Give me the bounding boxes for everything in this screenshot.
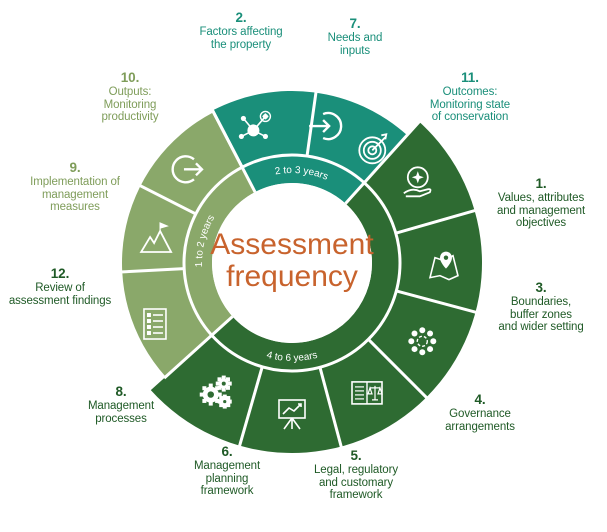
wheel-icons	[139, 110, 459, 430]
gears-icon	[199, 375, 232, 409]
band-outline	[182, 153, 402, 373]
step-4-label: 4. Governance arrangements	[430, 392, 530, 433]
step-divider	[367, 338, 429, 400]
target-arrow-icon	[358, 133, 388, 165]
band-gap	[239, 164, 257, 193]
step-divider	[237, 366, 264, 448]
step-text: Management processes	[87, 400, 155, 425]
step-text: Outcomes: Monitoring state of conservati…	[429, 86, 511, 123]
step-divider	[120, 267, 185, 274]
step-9-label: 9. Implementation of management measures	[14, 160, 136, 214]
step-7-label: 7. Needs and inputs	[312, 16, 398, 57]
dark-band-ring	[211, 182, 400, 371]
step-number: 4.	[474, 392, 486, 407]
hand-sparkle-icon	[403, 166, 432, 198]
step-number: 6.	[221, 444, 233, 459]
step-number: 2.	[235, 10, 247, 25]
step-text: Implementation of management measures	[30, 176, 120, 213]
exit-arrow-icon	[171, 155, 204, 184]
step-2-label: 2. Factors affecting the property	[190, 10, 292, 51]
step-6-label: 6. Management planning framework	[180, 444, 274, 498]
light-band-ring	[183, 167, 256, 336]
law-scales-icon	[351, 381, 383, 405]
step-1-label: 1. Values, attributes and management obj…	[488, 176, 594, 230]
step-number: 7.	[349, 16, 361, 31]
checklist-icon	[143, 308, 167, 340]
step-number: 5.	[350, 448, 362, 463]
people-circle-icon	[408, 327, 437, 356]
step-12-label: 12. Review of assessment findings	[2, 266, 118, 307]
band-label-dark: 4 to 6 years	[265, 350, 318, 364]
step-number: 1.	[535, 176, 547, 191]
light-group-segment	[122, 112, 243, 377]
band-gap	[344, 180, 367, 205]
step-text: Boundaries, buffer zones and wider setti…	[498, 296, 584, 333]
step-text: Values, attributes and management object…	[496, 192, 586, 229]
step-number: 12.	[50, 266, 70, 281]
step-divider	[138, 183, 197, 216]
step-text: Management planning framework	[193, 460, 261, 497]
step-text: Legal, regulatory and customary framewor…	[314, 464, 398, 501]
wheel-dividers	[120, 90, 478, 449]
step-number: 9.	[69, 160, 81, 175]
easel-chart-icon	[278, 399, 306, 430]
step-text: Governance arrangements	[445, 408, 515, 433]
step-divider	[305, 90, 318, 157]
center-disc	[212, 183, 372, 343]
step-8-label: 8. Management processes	[72, 384, 170, 425]
step-text: Review of assessment findings	[8, 282, 112, 307]
teal-band-ring	[242, 155, 365, 204]
step-11-label: 11. Outcomes: Monitoring state of conser…	[418, 70, 522, 124]
step-5-label: 5. Legal, regulatory and customary frame…	[300, 448, 412, 502]
step-number: 11.	[461, 70, 479, 85]
step-3-label: 3. Boundaries, buffer zones and wider se…	[486, 280, 596, 334]
step-10-label: 10. Outputs: Monitoring productivity	[80, 70, 180, 124]
step-divider	[163, 334, 213, 380]
step-text: Factors affecting the property	[199, 26, 283, 51]
center-title-line2: frequency	[226, 260, 358, 293]
step-text: Outputs: Monitoring productivity	[101, 86, 159, 123]
center-title-line1: Assessment	[210, 228, 374, 261]
step-number: 8.	[115, 384, 127, 399]
map-pin-icon	[428, 251, 459, 281]
step-divider	[318, 366, 344, 449]
step-divider	[395, 208, 477, 235]
step-number: 3.	[535, 280, 547, 295]
step-text: Needs and inputs	[327, 32, 383, 57]
mountain-flag-icon	[139, 222, 173, 253]
arrow-into-circle-icon	[309, 111, 343, 141]
step-divider	[395, 289, 478, 315]
step-divider	[210, 107, 244, 168]
network-plus-icon	[238, 110, 272, 140]
step-number: 10.	[120, 70, 140, 85]
band-gap	[209, 315, 234, 338]
step-divider	[363, 119, 422, 184]
